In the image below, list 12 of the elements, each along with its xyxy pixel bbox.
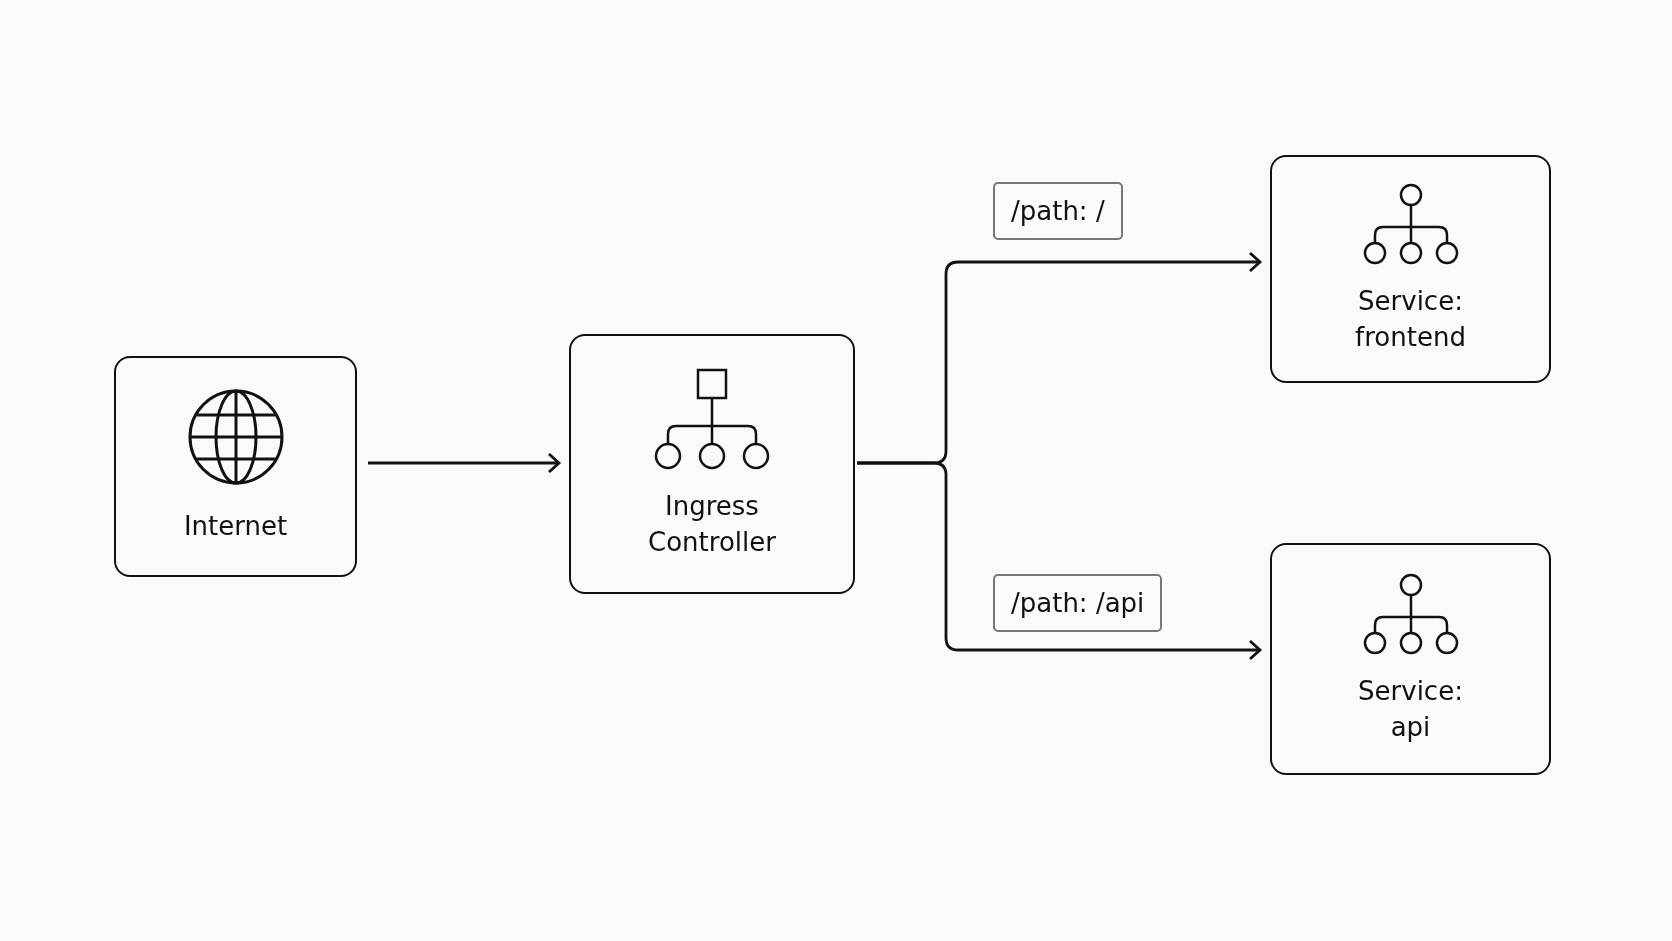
node-label: Service: api	[1357, 674, 1464, 744]
node-label: Service: frontend	[1354, 284, 1467, 354]
service-box	[114, 356, 357, 577]
arrow	[857, 461, 1262, 661]
node-label: Ingress Controller	[647, 489, 777, 559]
path-label: /path: /	[993, 182, 1123, 240]
service-box	[569, 334, 855, 594]
node-label: Internet	[183, 510, 288, 544]
service-box	[1270, 155, 1551, 383]
path-label: /path: /api	[993, 574, 1163, 632]
service-box	[1270, 543, 1551, 775]
arrow	[368, 452, 561, 474]
